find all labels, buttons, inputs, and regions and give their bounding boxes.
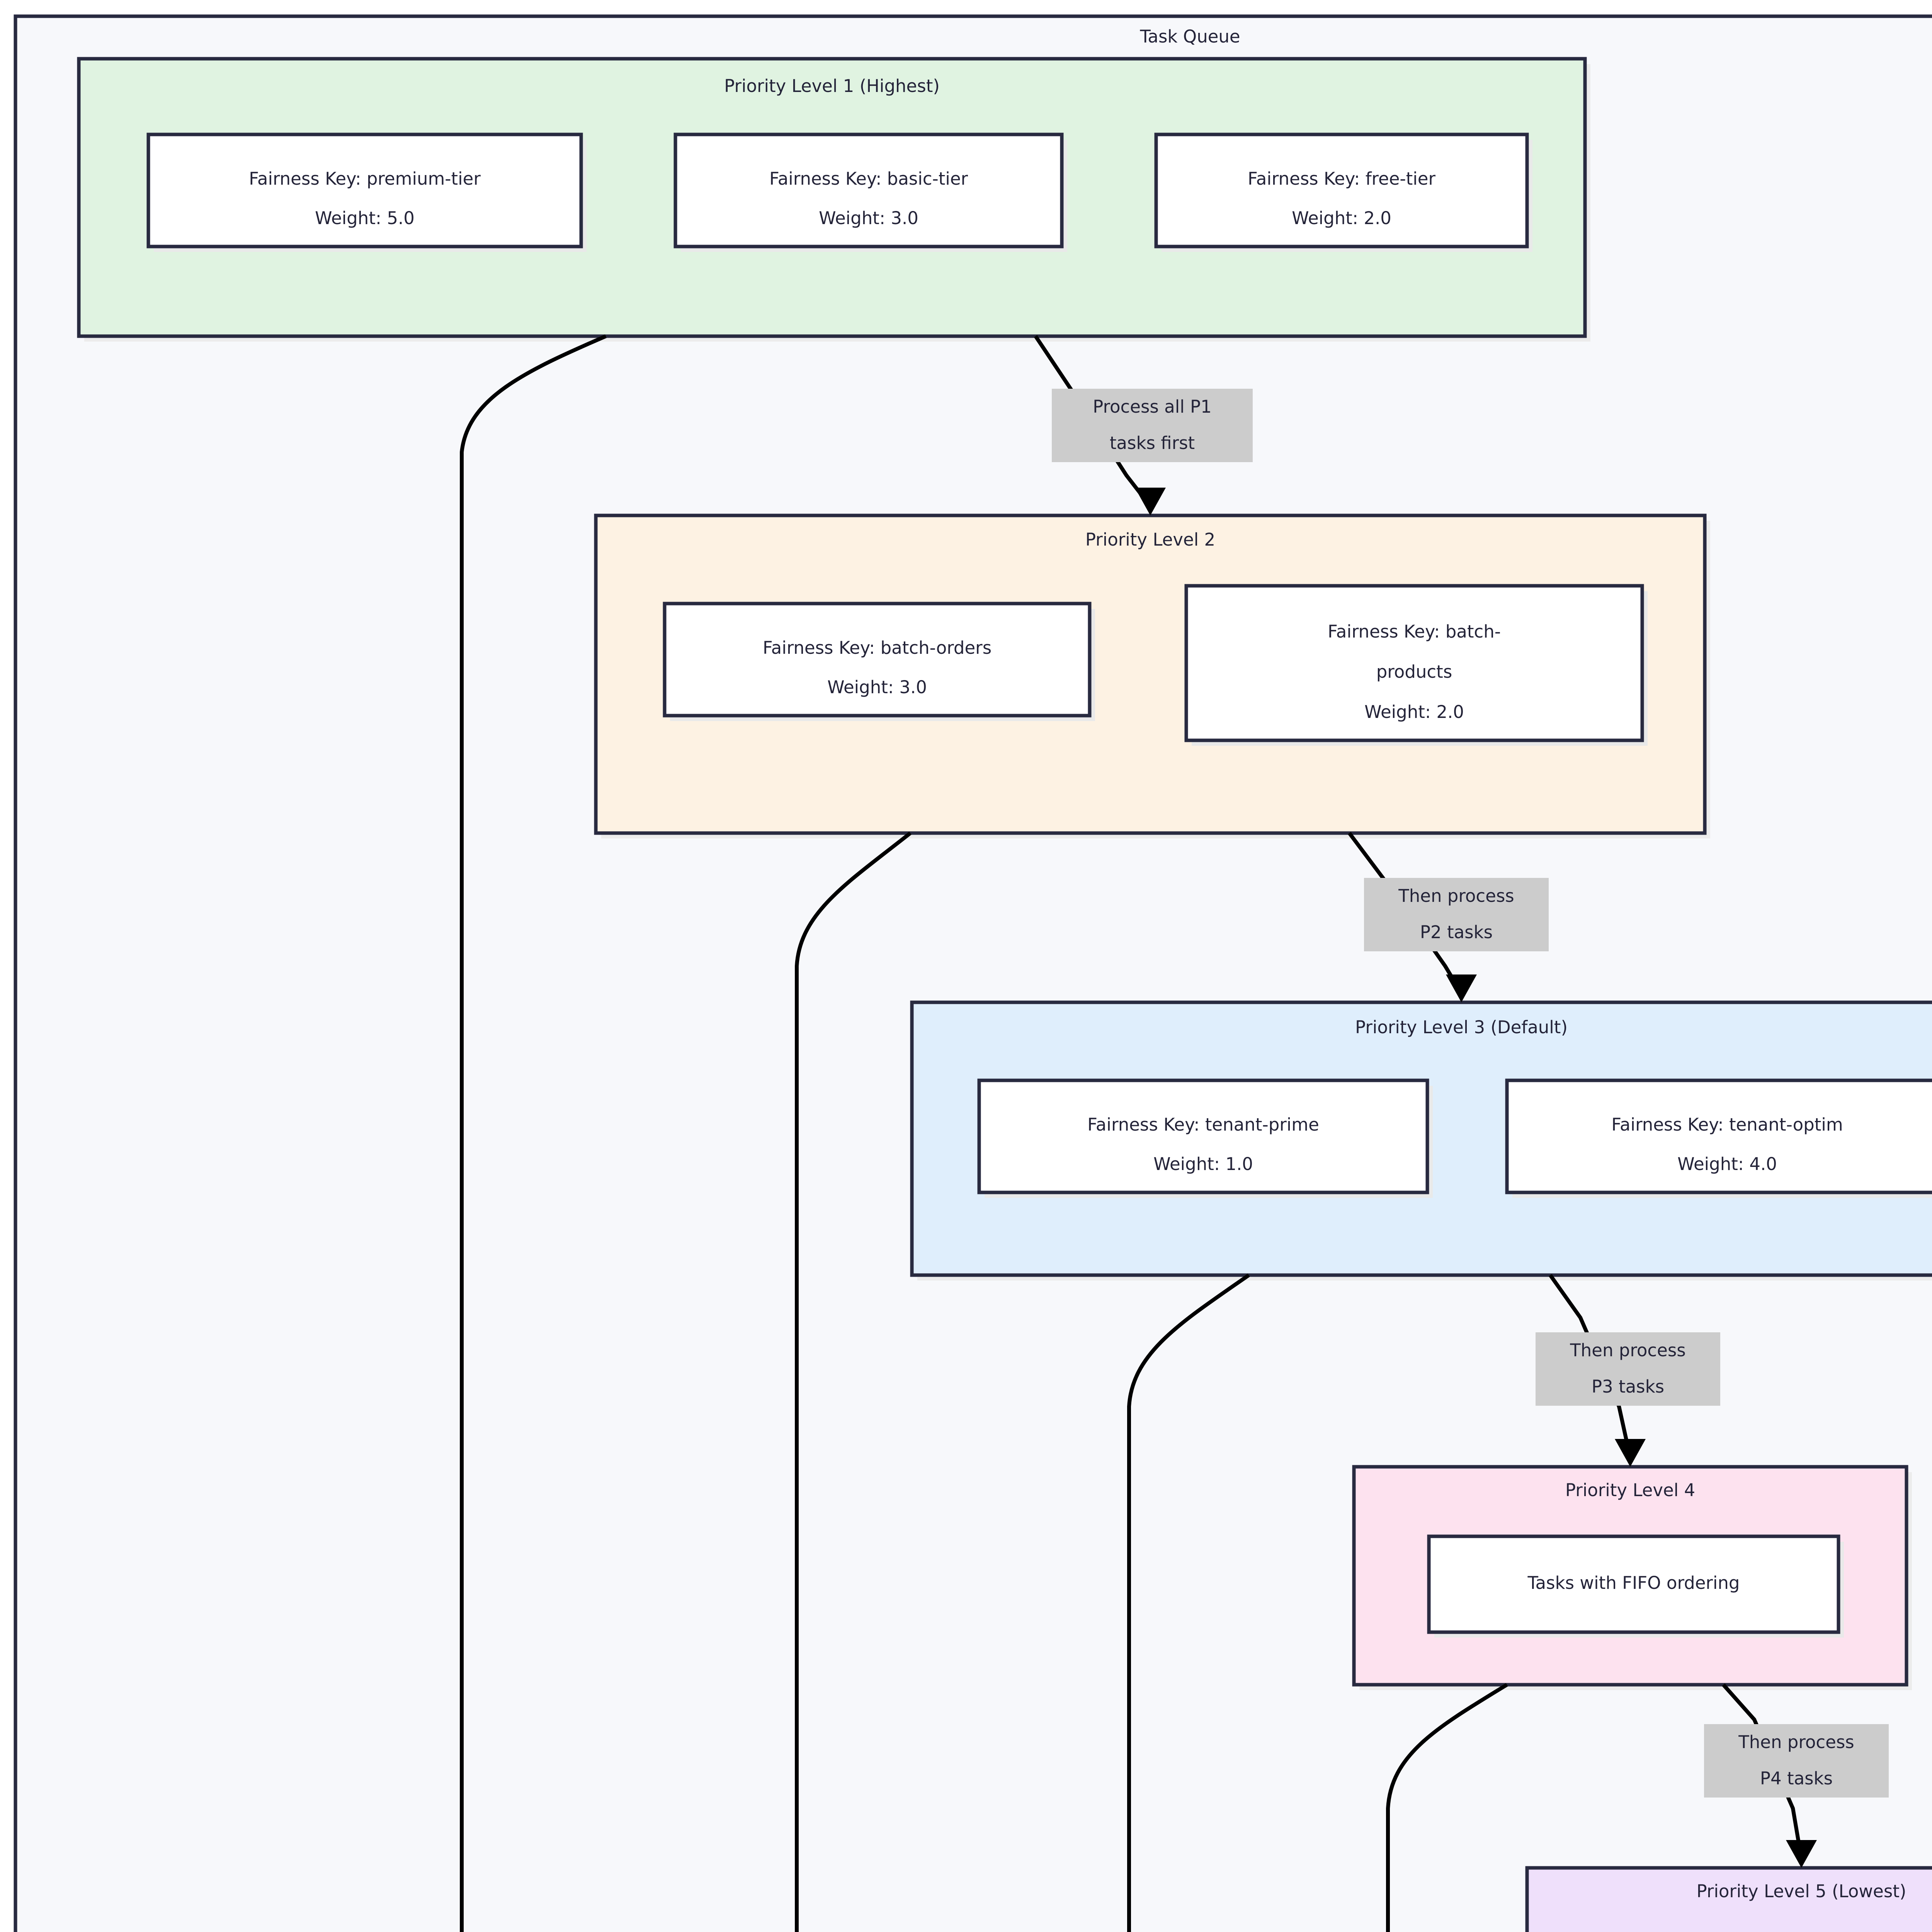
edge-label-e3-line-1: P3 tasks xyxy=(1592,1376,1664,1397)
node-p2b: Fairness Key: batch- products Weight: 2.… xyxy=(1184,584,1648,746)
edge-label-e4-line-1: P4 tasks xyxy=(1760,1768,1833,1789)
node-p2b-line-2: Weight: 2.0 xyxy=(1364,702,1464,722)
subgraph-priority-level-4: Priority Level 4 Tasks with FIFO orderin… xyxy=(1352,1465,1912,1690)
node-p3b-line-1: Weight: 4.0 xyxy=(1677,1154,1777,1174)
p1-title: Priority Level 1 (Highest) xyxy=(724,76,940,96)
node-p1b-line-0: Fairness Key: basic-tier xyxy=(769,168,968,189)
edge-p4-to-workers xyxy=(1386,1683,1508,1932)
node-p3b-line-0: Fairness Key: tenant-optim xyxy=(1611,1114,1843,1135)
p2-title: Priority Level 2 xyxy=(1085,529,1215,550)
node-p1a-line-0: Fairness Key: premium-tier xyxy=(249,168,481,189)
node-p2a-line-1: Weight: 3.0 xyxy=(827,677,927,697)
edge-label-then-process-p4-tasks: Then process P4 tasks xyxy=(1704,1724,1889,1798)
node-p1a-line-1: Weight: 5.0 xyxy=(315,208,415,228)
node-p1b: Fairness Key: basic-tier Weight: 3.0 xyxy=(673,133,1067,252)
node-p1c-line-0: Fairness Key: free-tier xyxy=(1248,168,1436,189)
edge-label-e3-line-0: Then process xyxy=(1570,1340,1685,1361)
subgraph-priority-level-3: Priority Level 3 (Default) Fairness Key:… xyxy=(910,1000,1932,1281)
node-p3a-line-0: Fairness Key: tenant-prime xyxy=(1087,1114,1319,1135)
edge-label-then-process-p2-tasks: Then process P2 tasks xyxy=(1364,878,1549,951)
edge-p1-to-workers xyxy=(460,334,607,1932)
node-p2a: Fairness Key: batch-orders Weight: 3.0 xyxy=(663,602,1095,721)
edge-p3-to-workers xyxy=(1127,1273,1250,1932)
edge-label-e4-line-0: Then process xyxy=(1738,1732,1854,1752)
edge-label-process-all-p1-tasks-first: Process all P1 tasks first xyxy=(1052,389,1253,462)
p4-title: Priority Level 4 xyxy=(1565,1480,1695,1500)
node-p4a-line-0: Tasks with FIFO ordering xyxy=(1527,1573,1740,1593)
node-p4a: Tasks with FIFO ordering xyxy=(1427,1534,1844,1638)
node-p1c-line-1: Weight: 2.0 xyxy=(1292,208,1391,228)
node-p3b: Fairness Key: tenant-optim Weight: 4.0 xyxy=(1505,1078,1932,1198)
node-p2b-line-0: Fairness Key: batch- xyxy=(1328,621,1501,642)
subgraph-priority-level-1: Priority Level 1 (Highest) Fairness Key:… xyxy=(77,57,1590,342)
node-p2b-line-1: products xyxy=(1376,662,1452,682)
edge-p2-to-workers xyxy=(795,832,912,1932)
node-p1b-line-1: Weight: 3.0 xyxy=(819,208,918,228)
p5-box xyxy=(1525,1866,1932,1932)
subgraph-priority-level-2: Priority Level 2 Fairness Key: batch-ord… xyxy=(594,514,1710,838)
edge-label-e1-line-1: tasks first xyxy=(1110,433,1195,453)
subgraph-priority-level-5: Priority Level 5 (Lowest) Tasks with FIF… xyxy=(1525,1866,1932,1932)
edge-label-e2-line-1: P2 tasks xyxy=(1420,922,1493,942)
p5-title: Priority Level 5 (Lowest) xyxy=(1697,1881,1906,1901)
edge-label-e1-line-0: Process all P1 xyxy=(1093,396,1212,417)
node-p2a-line-0: Fairness Key: batch-orders xyxy=(763,638,992,658)
node-p1c: Fairness Key: free-tier Weight: 2.0 xyxy=(1154,133,1532,252)
edge-label-then-process-p3-tasks: Then process P3 tasks xyxy=(1536,1332,1720,1406)
task-queue-title: Task Queue xyxy=(1139,26,1240,47)
node-p1a: Fairness Key: premium-tier Weight: 5.0 xyxy=(146,133,587,252)
edge-label-e2-line-0: Then process xyxy=(1398,886,1514,906)
p3-title: Priority Level 3 (Default) xyxy=(1355,1017,1568,1037)
node-p3a: Fairness Key: tenant-prime Weight: 1.0 xyxy=(977,1078,1433,1198)
node-p3a-line-1: Weight: 1.0 xyxy=(1153,1154,1253,1174)
